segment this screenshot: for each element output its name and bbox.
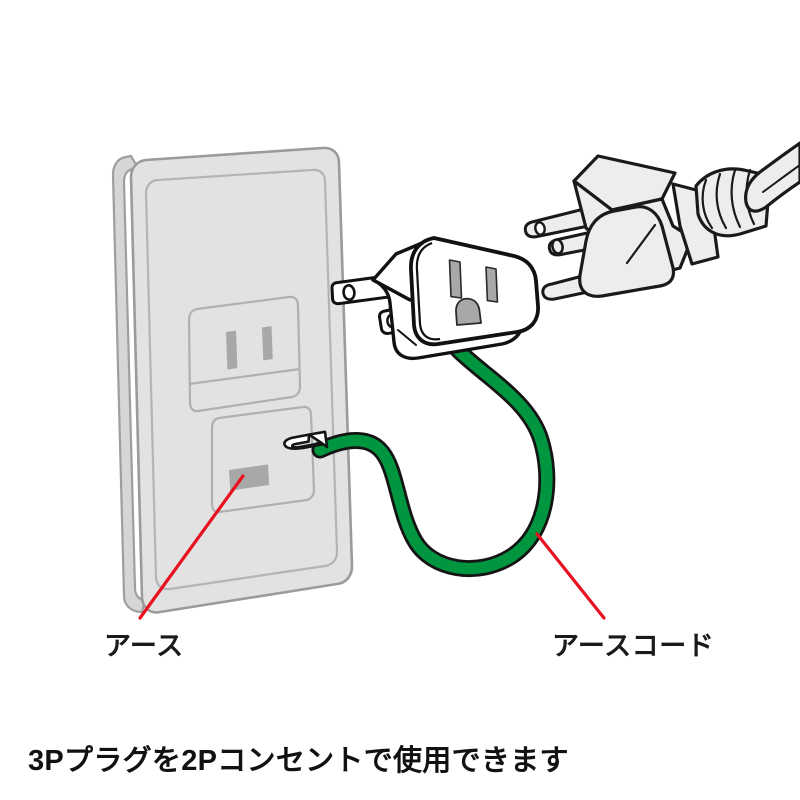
receptacle-divider: [188, 367, 301, 386]
power-cable: [744, 141, 800, 213]
outlet-slot-right: [262, 326, 273, 361]
adapter-face-3p: [409, 236, 540, 347]
strain-relief-rib-2: [715, 172, 728, 230]
adapter-face-inner-edge: [415, 241, 441, 341]
outlet-slot-left: [226, 330, 238, 370]
adapter-slot-right: [485, 266, 499, 303]
wall-plate-edge: [111, 154, 147, 614]
adapter-ground-hole: [455, 297, 482, 326]
label-earth: アース: [104, 631, 184, 661]
adapter-prong-upper-hole: [342, 284, 356, 301]
leader-lines: [138, 474, 606, 620]
plug-blade-upper-hole: [534, 221, 546, 236]
earth-cord-leader-line: [535, 532, 606, 620]
strain-relief-rib-3: [730, 168, 742, 229]
fork-terminal-lug: [283, 430, 329, 450]
plug-relief-wing: [578, 205, 676, 298]
strain-relief-rib-1: [701, 178, 714, 230]
receptacle-recess: [187, 295, 302, 413]
fork-terminal-neck: [307, 430, 329, 449]
fork-terminal-shape: [283, 433, 324, 450]
adapter-slot-left: [448, 259, 463, 299]
plug-3p: [523, 141, 800, 301]
adapter-body-seam: [397, 329, 417, 346]
power-cable-highlight: [762, 164, 800, 193]
earth-cord-path: [314, 316, 553, 575]
wall-plate: [111, 146, 354, 614]
label-earth-cord: アースコード: [552, 631, 715, 661]
figure-caption: 3Pプラグを2Pコンセントで使用できます: [28, 745, 569, 777]
plug-relief-wing-crease: [625, 223, 657, 265]
plug-ground-pin-tip: [551, 238, 564, 255]
earth-cord: [311, 313, 556, 578]
earth-leader-line: [138, 474, 245, 620]
adapter-3p-to-2p: [330, 236, 540, 361]
